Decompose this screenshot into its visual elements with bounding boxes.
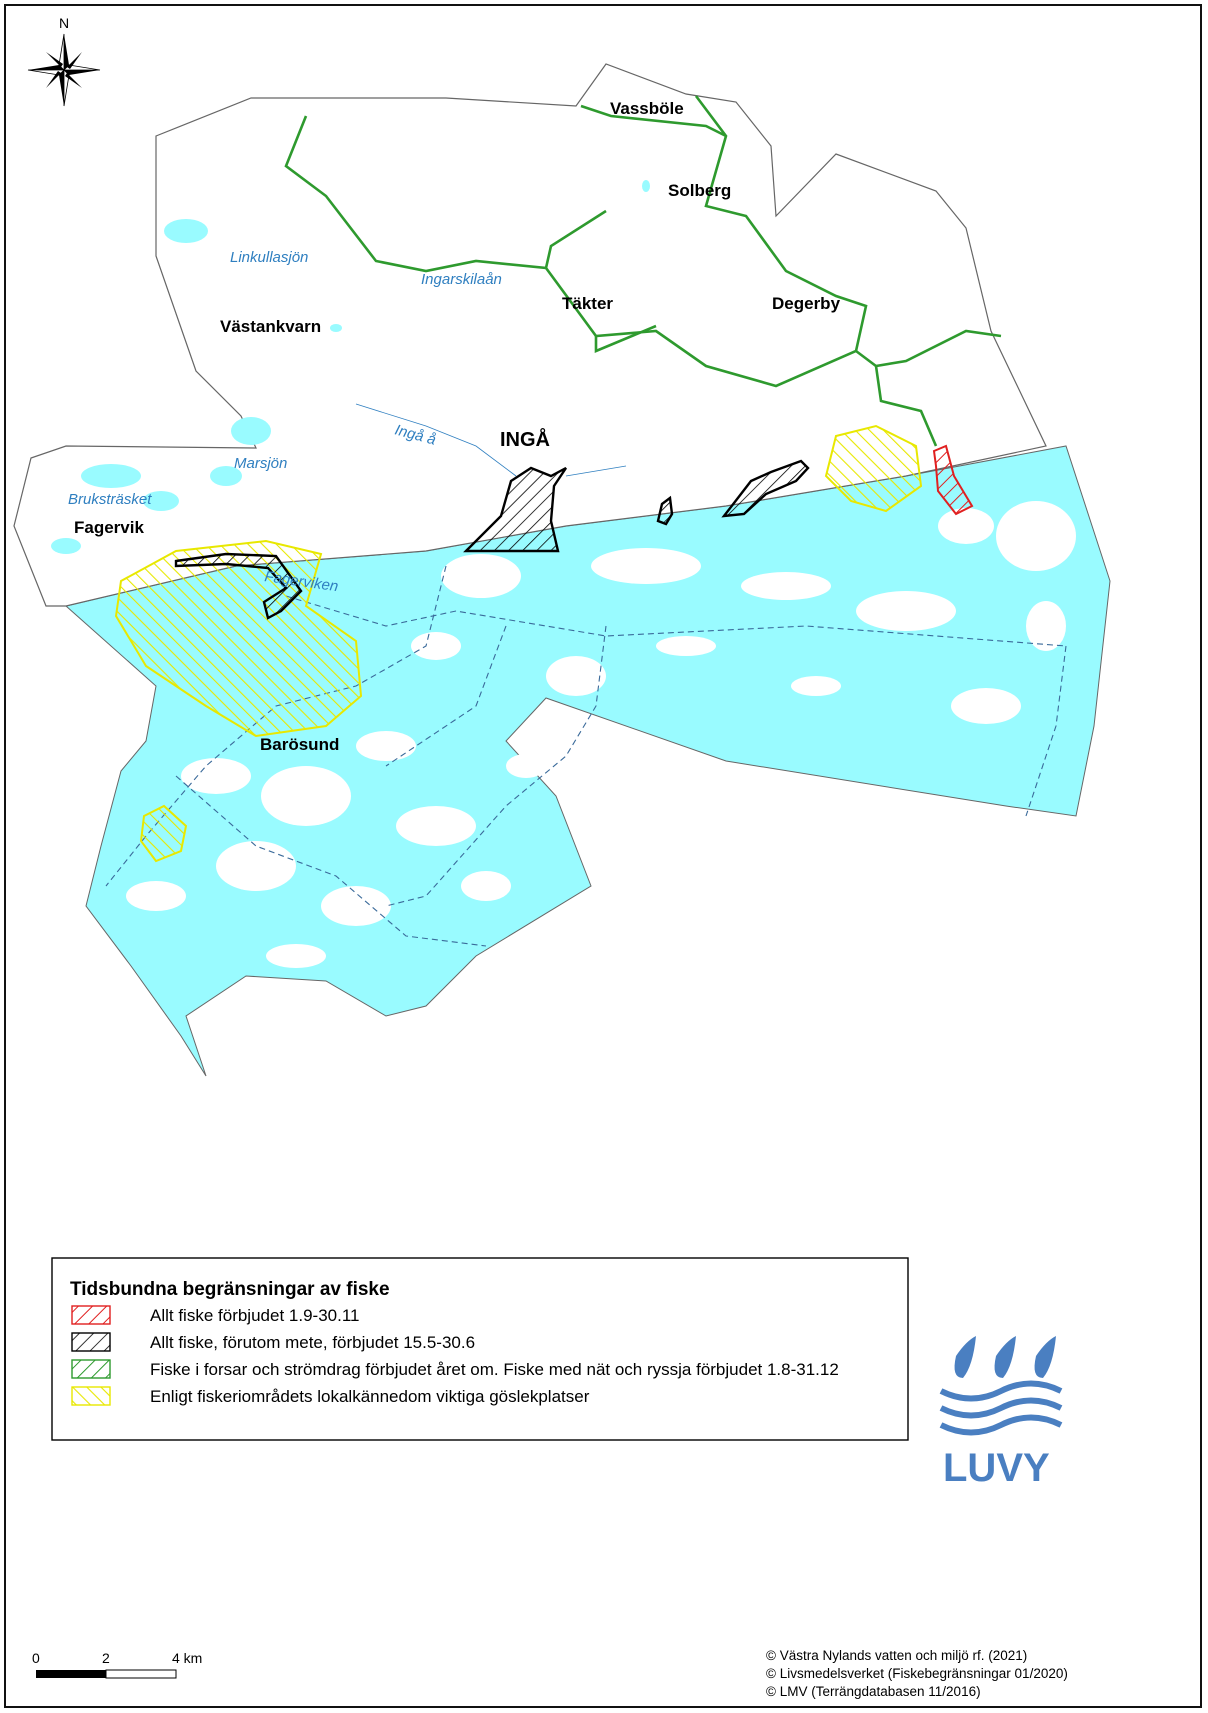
area-red [932, 444, 974, 516]
compass-rose-icon [27, 33, 101, 107]
luvy-logo-text: LUVY [943, 1446, 1050, 1490]
water-brukstrasket: Bruksträsket [68, 491, 152, 508]
legend-item-label: Allt fiske, förutom mete, förbjudet 15.5… [150, 1333, 475, 1352]
area-black-fagerviken [174, 552, 303, 620]
place-vassbole: Vassböle [610, 99, 684, 118]
legend-title: Tidsbundna begränsningar av fiske [70, 1279, 390, 1300]
place-vastankvarn: Västankvarn [220, 317, 321, 336]
place-solberg: Solberg [668, 181, 731, 200]
credit-line: © Livsmedelsverket (Fiskebegränsningar 0… [766, 1666, 1068, 1681]
scale-label-2: 2 [102, 1650, 110, 1666]
legend: Tidsbundna begränsningar av fiske Allt f… [51, 1257, 909, 1441]
map-frame: N Vassböle Solberg Täkter Degerby Västan… [4, 4, 1202, 1708]
place-barosund: Barösund [260, 735, 339, 754]
area-black-small [656, 495, 674, 526]
place-fagervik: Fagervik [74, 518, 144, 537]
legend-swatch-red [71, 1305, 111, 1325]
water-marsjon: Marsjön [234, 455, 287, 472]
place-takter: Täkter [562, 294, 613, 313]
place-degerby: Degerby [772, 294, 841, 313]
place-inga: INGÅ [500, 427, 550, 451]
area-black-east [721, 459, 810, 518]
legend-item-label: Fiske i forsar och strömdrag förbjudet å… [150, 1360, 839, 1379]
lakes [51, 180, 650, 554]
islands [126, 501, 1076, 968]
luvy-logo: LUVY [939, 1336, 1063, 1490]
credit-line: © Västra Nylands vatten och miljö rf. (2… [766, 1648, 1027, 1663]
legend-item-label: Allt fiske förbjudet 1.9-30.11 [150, 1306, 359, 1325]
scale-bar: 0 2 4 km [32, 1650, 202, 1679]
area-black-inga [463, 466, 567, 553]
legend-swatch-green [71, 1359, 111, 1379]
rivers-green [284, 95, 1002, 447]
water-linkullasjon: Linkullasjön [230, 249, 308, 266]
map-svg: N Vassböle Solberg Täkter Degerby Västan… [13, 15, 1111, 1699]
compass-north-label: N [59, 15, 69, 31]
legend-swatch-black [71, 1332, 111, 1352]
rivers-blue [355, 403, 627, 477]
legend-swatch-yellow [71, 1386, 111, 1406]
water-ingarskilaan: Ingarskilaån [421, 271, 502, 288]
credits: © Västra Nylands vatten och miljö rf. (2… [766, 1648, 1068, 1699]
area-yellow-southwest [139, 804, 188, 863]
legend-item-label: Enligt fiskeriområdets lokalkännedom vik… [150, 1387, 590, 1406]
area-yellow-east [824, 424, 923, 513]
credit-line: © LMV (Terrängdatabasen 11/2016) [766, 1684, 981, 1699]
scale-label-0: 0 [32, 1650, 40, 1666]
scale-label-4: 4 km [172, 1650, 202, 1666]
